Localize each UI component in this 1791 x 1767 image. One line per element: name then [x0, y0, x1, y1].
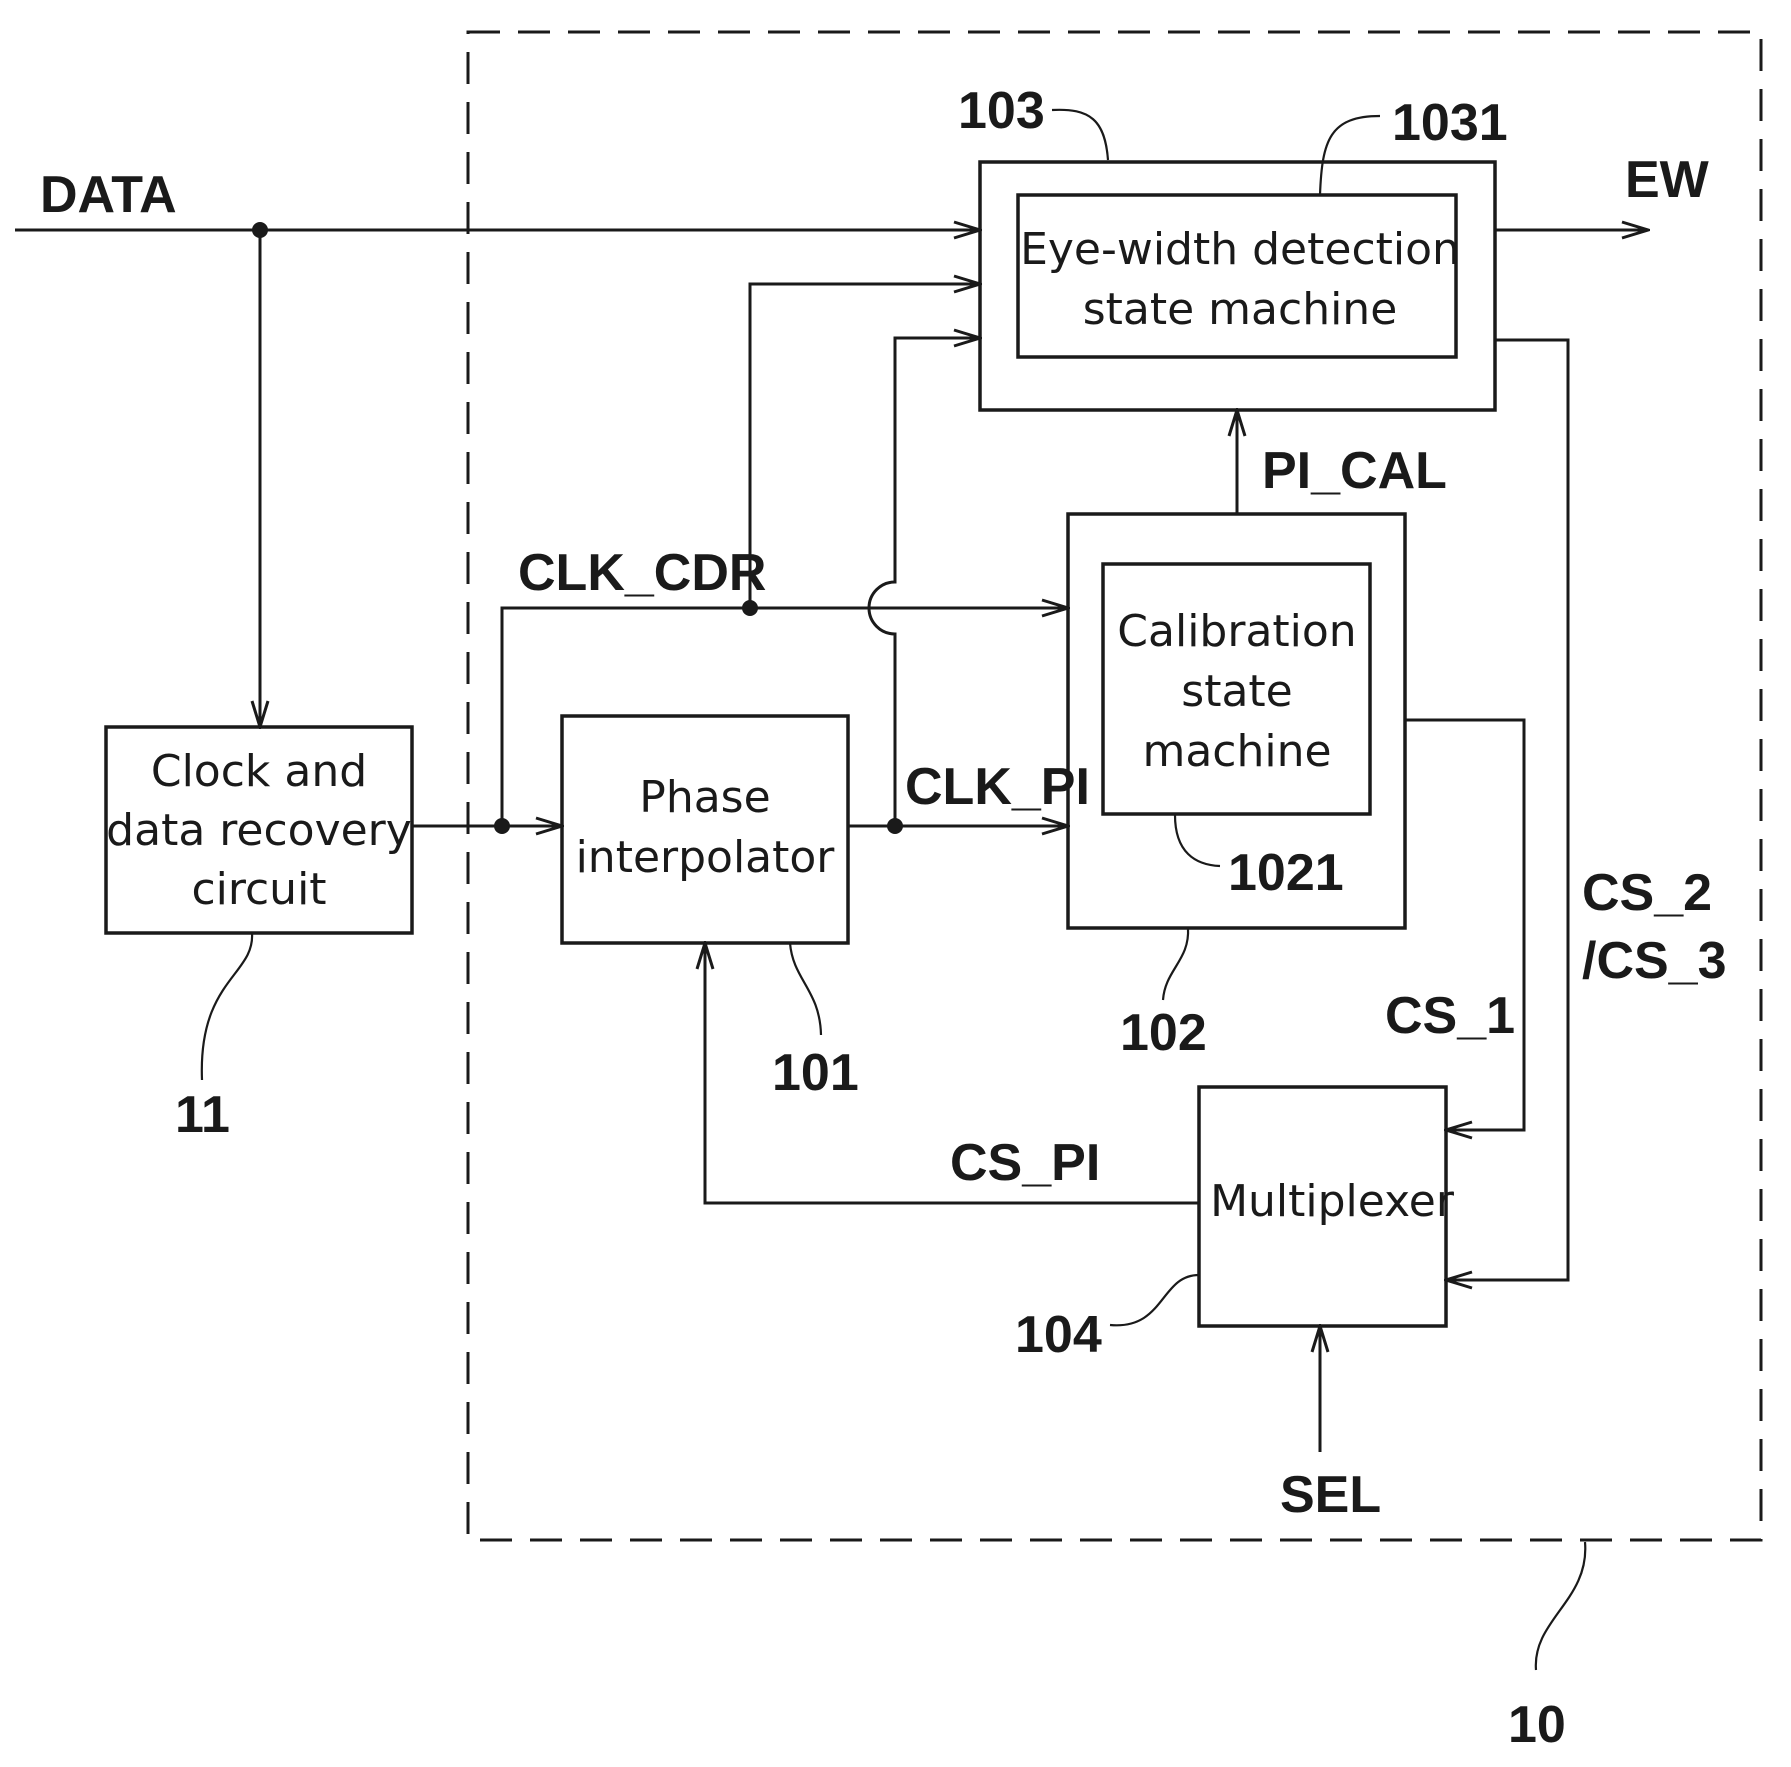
ew-label-line1: Eye-width detection	[1020, 224, 1460, 275]
cal-label-line2: state	[1181, 666, 1292, 717]
mux-label: Multiplexer	[1210, 1176, 1455, 1227]
cal-label-line1: Calibration	[1117, 606, 1356, 657]
phase-interpolator-block: Phase interpolator	[562, 716, 848, 943]
signal-clk-cdr-label: CLK_CDR	[518, 544, 766, 602]
ref-104: 104	[1015, 1306, 1102, 1364]
ref-1021: 1021	[1228, 844, 1344, 902]
data-junction	[252, 222, 268, 238]
multiplexer-block: Multiplexer	[1199, 1087, 1455, 1326]
ref-102: 102	[1120, 1004, 1207, 1062]
ref-101: 101	[772, 1044, 859, 1102]
signal-ew-label: EW	[1625, 151, 1710, 209]
leader-10	[1536, 1542, 1586, 1670]
signal-sel-label: SEL	[1280, 1466, 1381, 1524]
clk-cdr-to-ew-wire	[750, 284, 980, 608]
cdr-block: Clock and data recovery circuit	[106, 727, 412, 933]
cs-1-wire	[1405, 720, 1524, 1130]
ref-1031: 1031	[1392, 94, 1508, 152]
leader-1031	[1320, 116, 1380, 195]
pi-label-line2: interpolator	[576, 832, 836, 883]
clk-pi-to-ew-wire	[869, 338, 980, 826]
ref-103: 103	[958, 82, 1045, 140]
signal-cs-pi-label: CS_PI	[950, 1134, 1100, 1192]
leader-104	[1110, 1275, 1199, 1325]
cdr-label-line1: Clock and	[151, 746, 367, 797]
ew-label-line2: state machine	[1083, 284, 1398, 335]
leader-102	[1163, 928, 1188, 1000]
eye-width-block: Eye-width detection state machine	[980, 162, 1495, 410]
signal-data-label: DATA	[40, 166, 177, 224]
signal-cs-2-label: CS_2	[1582, 864, 1712, 922]
leader-103	[1052, 110, 1108, 160]
leader-11	[202, 933, 252, 1080]
signal-pi-cal-label: PI_CAL	[1262, 442, 1447, 500]
signal-cs-1-label: CS_1	[1385, 987, 1515, 1045]
cdr-label-line2: data recovery	[106, 805, 412, 856]
signal-clk-pi-label: CLK_PI	[905, 758, 1090, 816]
pi-label-line1: Phase	[639, 772, 770, 823]
cdr-label-line3: circuit	[191, 864, 326, 915]
leader-1021	[1175, 815, 1220, 866]
leader-101	[790, 943, 821, 1035]
ref-10: 10	[1508, 1696, 1566, 1754]
cal-label-line3: machine	[1142, 726, 1331, 777]
signal-cs-3-label: /CS_3	[1582, 932, 1727, 990]
cs-2-3-wire	[1446, 340, 1568, 1280]
ref-11: 11	[175, 1086, 230, 1144]
